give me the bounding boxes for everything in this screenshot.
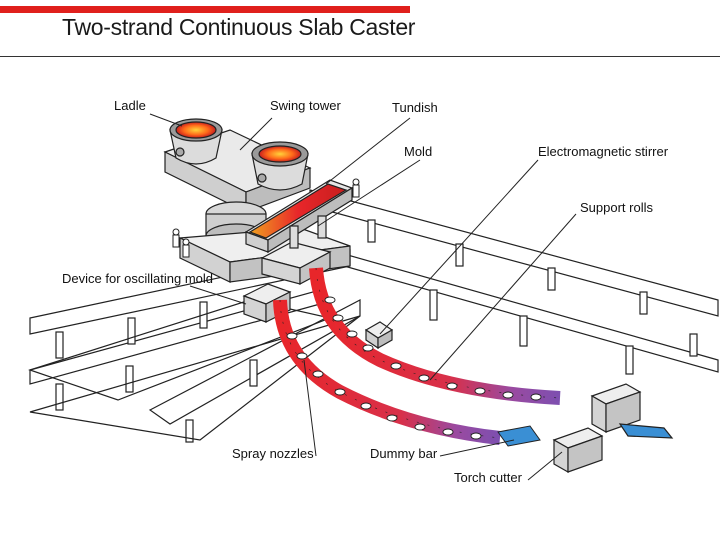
dummy-bar — [497, 425, 541, 447]
tundish — [244, 179, 354, 254]
mold-assembly — [242, 215, 332, 323]
leader-lines — [149, 113, 577, 481]
label-swing-tower: Swing tower — [270, 98, 341, 113]
label-support-rolls: Support rolls — [580, 200, 653, 215]
strand-upper — [309, 267, 561, 405]
label-dummy-bar: Dummy bar — [370, 446, 438, 461]
label-oscillating-device: Device for oscillating mold — [62, 271, 213, 286]
accent-bar — [0, 6, 410, 13]
worker-figures — [172, 178, 360, 258]
ladle-left — [169, 118, 223, 165]
ladle-right — [251, 141, 309, 191]
electromagnetic-stirrer — [364, 321, 394, 350]
label-electromagnetic-stirrer: Electromagnetic stirrer — [538, 144, 669, 159]
torch-cutter — [552, 383, 674, 474]
slide-title: Two-strand Continuous Slab Caster — [62, 14, 416, 40]
title-rule — [0, 56, 720, 57]
label-ladle: Ladle — [114, 98, 146, 113]
label-tundish: Tundish — [392, 100, 438, 115]
label-torch-cutter: Torch cutter — [454, 470, 523, 485]
label-spray-nozzles: Spray nozzles — [232, 446, 314, 461]
support-rolls — [286, 296, 542, 440]
label-mold: Mold — [404, 144, 432, 159]
